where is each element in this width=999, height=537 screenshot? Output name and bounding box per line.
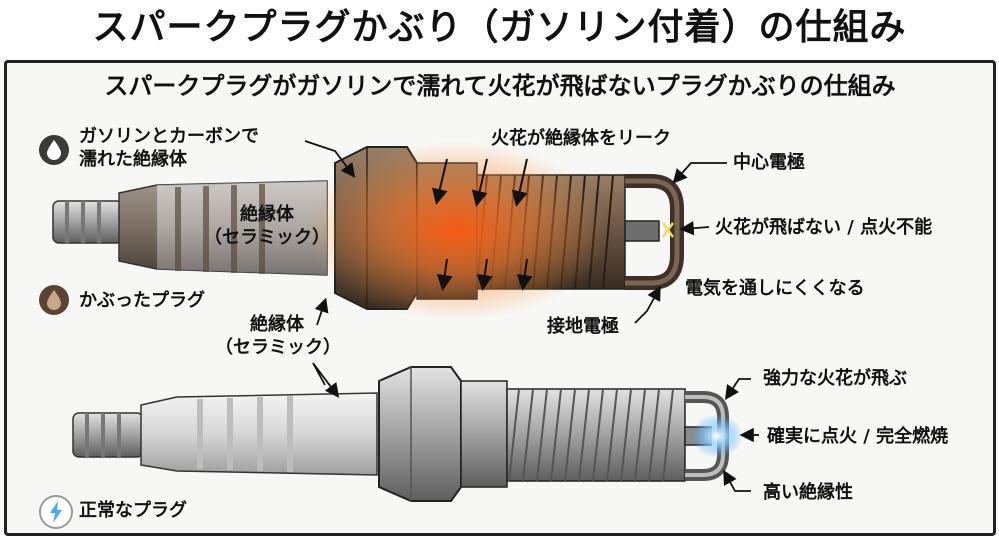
normal-insulator-label-1: 絶縁体 xyxy=(250,314,304,335)
wet-insulator-label-2: 濡れた絶縁体 xyxy=(79,149,187,170)
diagram-panel: スパークプラグがガソリンで濡れて火花が飛ばないプラグかぶりの仕組み xyxy=(4,60,996,536)
center-electrode-label: 中心電極 xyxy=(733,152,805,173)
fouled-insulator-label-1: 絶縁体 xyxy=(240,204,294,225)
leak-label: 火花が絶縁体をリーク xyxy=(491,128,671,149)
drop-icon xyxy=(39,135,69,165)
fouled-plug-status: かぶったプラグ xyxy=(79,290,205,311)
hard-to-conduct-label: 電気を通しにくくなる xyxy=(685,278,865,299)
normal-insulator-label-2: （セラミック） xyxy=(215,337,341,358)
fouled-plug xyxy=(52,141,684,321)
high-insulation-label: 高い絶縁性 xyxy=(763,482,853,503)
brown-drop-icon xyxy=(39,285,69,315)
spark-circle-icon xyxy=(39,495,73,529)
wet-insulator-label-1: ガソリンとカーボンで xyxy=(79,126,259,147)
ground-electrode-label: 接地電極 xyxy=(547,316,619,337)
diagram-subtitle: スパークプラグがガソリンで濡れて火花が飛ばないプラグかぶりの仕組み xyxy=(104,72,896,100)
strong-spark-label: 強力な火花が飛ぶ xyxy=(763,368,907,389)
no-spark-label: 火花が飛ばない / 点火不能 xyxy=(715,217,933,238)
normal-plug-status: 正常なプラグ xyxy=(79,500,187,521)
reliable-ignition-label: 確実に点火 / 完全燃焼 xyxy=(767,426,949,447)
page-title: スパークプラグかぶり（ガソリン付着）の仕組み xyxy=(92,7,907,48)
normal-plug xyxy=(72,366,743,502)
spark-plug-illustration xyxy=(52,140,759,502)
leader-lines xyxy=(304,140,759,492)
fouled-insulator-label-2: （セラミック） xyxy=(204,227,330,248)
